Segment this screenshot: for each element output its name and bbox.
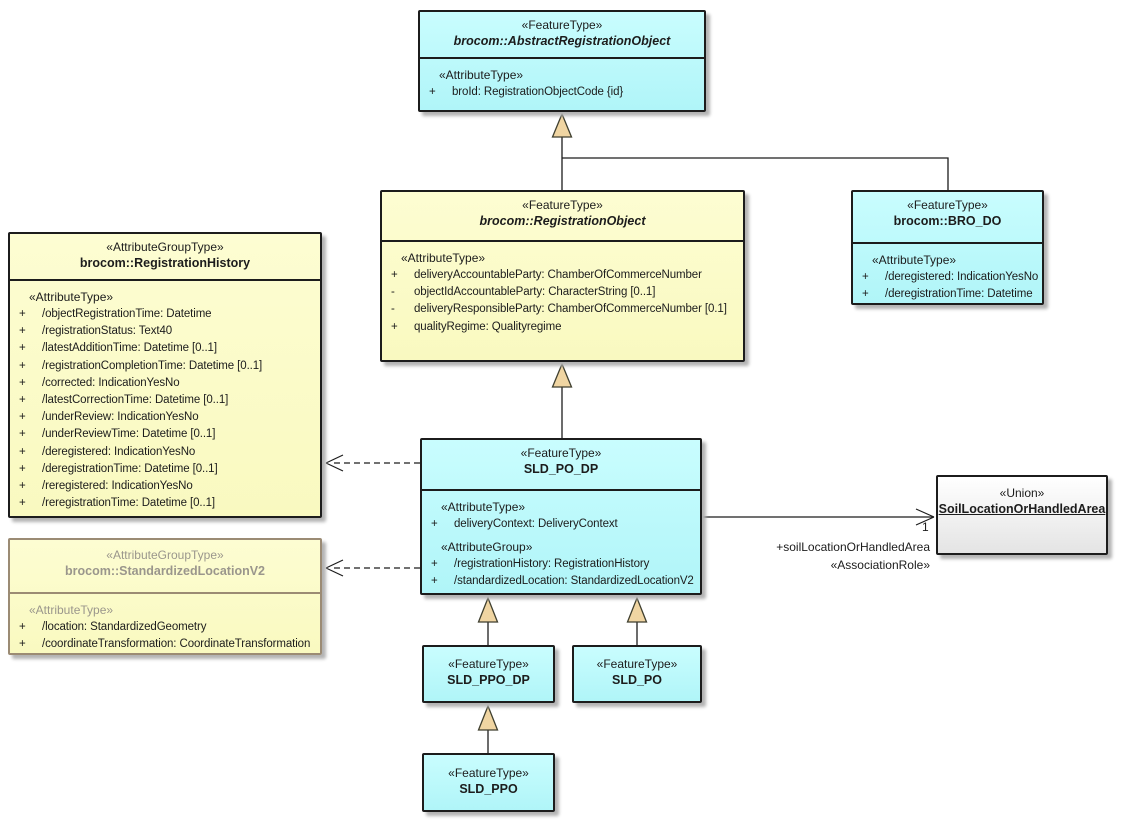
stereotype-label: «FeatureType»: [448, 766, 529, 780]
attributes-compartment: «AttributeType» +deliveryAccountableParty…: [382, 240, 743, 360]
stereotype-label: «FeatureType»: [596, 657, 678, 671]
attribute-row: +/registrationCompletionTime: Datetime […: [19, 359, 263, 372]
attribute-section-heading: «AttributeType»: [872, 253, 957, 267]
attribute-row: +/reregistered: IndicationYesNo: [19, 480, 193, 493]
attributes-compartment: «AttributeType» +/objectRegistrationTime:…: [10, 279, 320, 516]
attribute-section-heading: «AttributeType»: [441, 500, 526, 514]
attribute-section-heading: «AttributeType»: [401, 251, 486, 265]
class-title: «AttributeGroupType» brocom::Standardize…: [10, 540, 320, 592]
association-stereotype-label: «AssociationRole»: [830, 558, 930, 572]
class-box-abstract-registration-object: «FeatureType» brocom::AbstractRegistrati…: [418, 10, 706, 112]
class-title: «FeatureType» SLD_PO_DP: [422, 440, 700, 489]
generalization-to-abstract-registration-object: [551, 112, 949, 190]
attribute-section-heading: «AttributeType»: [29, 290, 114, 304]
association-multiplicity: 1: [922, 520, 929, 534]
class-name: SLD_PPO_DP: [447, 673, 530, 687]
class-box-sld-ppo-dp: «FeatureType» SLD_PPO_DP: [422, 645, 555, 703]
attribute-row: +/reregistrationTime: Datetime [0..1]: [19, 497, 216, 510]
class-name: SLD_PO: [611, 673, 662, 687]
attributes-compartment: «AttributeType» +/deregistered: Indicatio…: [853, 242, 1042, 303]
attribute-row: +/coordinateTransformation: CoordinateTr…: [19, 638, 311, 651]
attribute-row: +/corrected: IndicationYesNo: [19, 376, 180, 389]
attributes-compartment: «AttributeType» +/location: StandardizedG…: [10, 592, 320, 653]
attribute-row: +/deregistrationTime: Datetime [0..1]: [19, 462, 218, 475]
class-name: SoilLocationOrHandledArea: [938, 502, 1106, 516]
class-box-registration-object: «FeatureType» brocom::RegistrationObject…: [380, 190, 745, 362]
generalization-sld-ppo-dp-to-sld-po-dp: [477, 596, 499, 645]
class-title: «FeatureType» brocom::BRO_DO: [853, 192, 1042, 242]
stereotype-label: «Union»: [999, 486, 1045, 500]
attribute-row: +/objectRegistrationTime: Datetime: [19, 308, 212, 320]
stereotype-label: «FeatureType»: [907, 198, 988, 212]
class-name: brocom::AbstractRegistrationObject: [453, 34, 671, 48]
class-name: brocom::RegistrationHistory: [79, 256, 251, 270]
class-box-sld-ppo: «FeatureType» SLD_PPO: [422, 753, 555, 812]
class-name: brocom::BRO_DO: [893, 214, 1002, 228]
class-box-registration-history: «AttributeGroupType» brocom::Registratio…: [8, 232, 322, 518]
attribute-row: +/latestAdditionTime: Datetime [0..1]: [19, 342, 217, 355]
attribute-row: -objectIdAccountableParty: CharacterStri…: [391, 286, 656, 299]
attribute-row: +/deregistered: IndicationYesNo: [19, 445, 196, 458]
stereotype-label: «FeatureType»: [522, 198, 603, 212]
class-box-sld-po-dp: «FeatureType» SLD_PO_DP «AttributeType» +…: [420, 438, 702, 595]
class-title: «FeatureType» brocom::AbstractRegistrati…: [420, 12, 704, 57]
attribute-row: +/underReview: IndicationYesNo: [19, 411, 199, 424]
generalization-sld-po-dp-to-registration-object: [551, 362, 573, 438]
generalization-sld-ppo-to-sld-ppo-dp: [477, 704, 499, 753]
class-title: «FeatureType» SLD_PPO_DP: [424, 647, 553, 689]
class-box-sld-po: «FeatureType» SLD_PO: [572, 645, 702, 703]
attribute-row: +qualityRegime: Qualityregime: [391, 320, 562, 333]
attribute-section-heading: «AttributeType»: [29, 603, 114, 617]
attribute-row: +/registrationStatus: Text40: [19, 325, 173, 338]
attribute-row: +/location: StandardizedGeometry: [19, 621, 207, 633]
class-box-standardized-location-v2: «AttributeGroupType» brocom::Standardize…: [8, 538, 322, 655]
attribute-row: +deliveryAccountableParty: ChamberOfComm…: [391, 269, 702, 281]
association-role-label: +soilLocationOrHandledArea: [776, 540, 930, 554]
stereotype-label: «AttributeGroupType»: [106, 548, 224, 562]
attribute-row: +/standardizedLocation: StandardizedLoca…: [431, 575, 694, 588]
attribute-row: -deliveryResponsibleParty: ChamberOfComm…: [391, 303, 727, 316]
dependency-sld-po-dp-to-registration-history: [325, 454, 420, 472]
attribute-row: +/latestCorrectionTime: Datetime [0..1]: [19, 394, 229, 407]
association-soil-location-or-handled-area: [702, 508, 935, 526]
attribute-row: +/underReviewTime: Datetime [0..1]: [19, 428, 216, 441]
attributes-compartment: «AttributeType» +broId: RegistrationObjec…: [420, 57, 704, 110]
stereotype-label: «FeatureType»: [521, 18, 603, 32]
class-title: «FeatureType» brocom::RegistrationObject: [382, 192, 743, 240]
class-title: «FeatureType» SLD_PPO: [424, 755, 553, 798]
class-box-soil-location-or-handled-area: «Union» SoilLocationOrHandledArea: [936, 475, 1108, 555]
stereotype-label: «AttributeGroupType»: [106, 240, 224, 254]
attribute-row: +/deregistered: IndicationYesNo: [862, 271, 1039, 283]
attribute-row: +deliveryContext: DeliveryContext: [431, 518, 618, 530]
generalization-sld-po-to-sld-po-dp: [626, 596, 648, 645]
class-name: SLD_PPO: [459, 782, 518, 796]
attributes-compartment: «AttributeType» +deliveryContext: Deliver…: [422, 489, 700, 593]
class-title: «FeatureType» SLD_PO: [574, 647, 700, 689]
attribute-row: +broId: RegistrationObjectCode {id}: [429, 86, 624, 98]
class-name: brocom::RegistrationObject: [479, 214, 646, 228]
attribute-section-heading: «AttributeType»: [439, 68, 524, 82]
class-name: SLD_PO_DP: [523, 462, 599, 476]
class-box-bro-do: «FeatureType» brocom::BRO_DO «AttributeT…: [851, 190, 1044, 305]
attribute-section-heading: «AttributeGroup»: [441, 540, 533, 555]
class-name: brocom::StandardizedLocationV2: [64, 564, 266, 578]
stereotype-label: «FeatureType»: [448, 657, 529, 671]
class-title: «AttributeGroupType» brocom::Registratio…: [10, 234, 320, 279]
attribute-row: +/deregistrationTime: Datetime: [862, 288, 1033, 301]
class-title: «Union» SoilLocationOrHandledArea: [938, 477, 1106, 518]
attribute-row: +/registrationHistory: RegistrationHisto…: [431, 558, 650, 571]
stereotype-label: «FeatureType»: [520, 446, 602, 460]
dependency-sld-po-dp-to-standardized-location-v2: [325, 559, 420, 577]
